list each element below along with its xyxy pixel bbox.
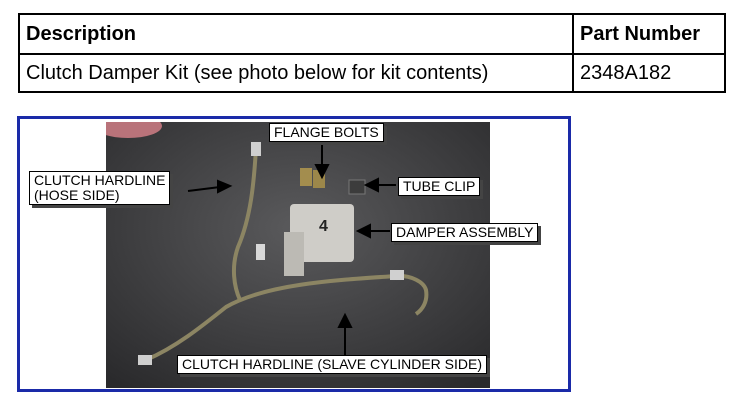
- table-row: Clutch Damper Kit (see photo below for k…: [18, 53, 726, 93]
- callout-tube-clip: TUBE CLIP: [398, 177, 481, 196]
- callout-hardline-hose-line2: (HOSE SIDE): [34, 187, 120, 203]
- cell-description: Clutch Damper Kit (see photo below for k…: [18, 53, 574, 93]
- callout-hardline-hose-line1: CLUTCH HARDLINE: [34, 172, 166, 188]
- kit-photo: 4: [106, 122, 490, 388]
- cell-part-number: 2348A182: [572, 53, 726, 93]
- header-part-number: Part Number: [572, 13, 726, 55]
- kit-photo-image: [106, 122, 490, 388]
- kit-photo-frame: 4 FLANGE BOLTS CLUTCH HARDLINE (HOSE SID…: [17, 116, 571, 392]
- callout-hardline-hose-side: CLUTCH HARDLINE (HOSE SIDE): [29, 171, 171, 205]
- damper-marking: 4: [319, 218, 328, 235]
- callout-flange-bolts: FLANGE BOLTS: [269, 123, 384, 142]
- table-header-row: Description Part Number: [18, 13, 726, 55]
- callout-damper-assembly: DAMPER ASSEMBLY: [391, 223, 539, 242]
- parts-table: Description Part Number Clutch Damper Ki…: [18, 13, 726, 93]
- callout-hardline-slave-side: CLUTCH HARDLINE (SLAVE CYLINDER SIDE): [177, 355, 488, 374]
- header-description: Description: [18, 13, 574, 55]
